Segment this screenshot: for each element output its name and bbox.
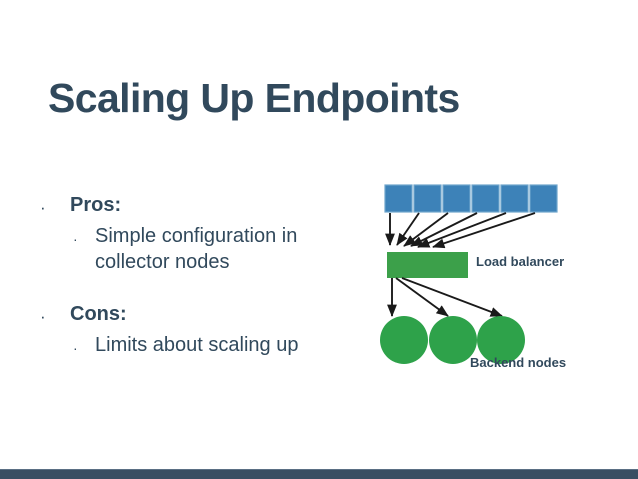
bullet-spacer <box>40 275 370 301</box>
bullet-marker-icon: · <box>73 231 78 247</box>
bullet-item-pros: · Pros: <box>40 192 370 218</box>
arrow-backend-2 <box>395 277 449 317</box>
page-title: Scaling Up Endpoints <box>48 75 460 122</box>
diagram-svg <box>380 184 558 364</box>
bullet-item-simple-configuration: · Simple configuration in collector node… <box>73 224 370 275</box>
collector-node-5 <box>500 184 529 213</box>
collector-node-group <box>384 184 558 213</box>
load-balancer-label: Load balancer <box>476 254 565 269</box>
footer-accent-highlight <box>0 469 638 470</box>
arrow-collector-5 <box>417 212 507 248</box>
backend-nodes-label: Backend nodes <box>470 355 567 370</box>
bullet-item-limits-scaling: · Limits about scaling up <box>73 333 370 359</box>
bullet-marker-icon: · <box>73 340 78 357</box>
backend-node-2 <box>429 316 477 364</box>
footer-accent-bar <box>0 469 638 479</box>
arrow-collector-3 <box>403 212 449 247</box>
arrow-collector-4 <box>410 212 478 247</box>
collector-node-2 <box>413 184 442 213</box>
bullet-label-cons: Cons: <box>70 303 127 326</box>
arrow-collector-6 <box>432 212 536 249</box>
bullet-label-pros: Pros: <box>70 194 122 216</box>
backend-node-1 <box>380 316 428 364</box>
bullet-label-simple-configuration: Simple configuration in collector nodes <box>95 225 298 273</box>
bullet-marker-icon: · <box>40 307 46 327</box>
collector-to-lb-arrows <box>385 212 536 249</box>
collector-node-1 <box>384 184 413 213</box>
collector-node-6 <box>529 184 558 213</box>
bullet-list: · Pros: · Simple configuration in collec… <box>40 192 370 359</box>
bullet-label-limits-scaling: Limits about scaling up <box>95 334 299 357</box>
arrow-collector-2 <box>396 212 420 246</box>
arrow-backend-3 <box>401 277 503 317</box>
bullet-item-cons: · Cons: <box>40 301 370 327</box>
architecture-diagram: Load balancer Backend nodes <box>376 176 596 386</box>
collector-node-4 <box>471 184 500 213</box>
collector-node-3 <box>442 184 471 213</box>
bullet-marker-icon: · <box>40 198 46 217</box>
load-balancer-box <box>387 252 468 278</box>
lb-to-backend-arrows <box>387 277 503 317</box>
backend-node-3 <box>477 316 525 364</box>
backend-node-group <box>380 316 525 364</box>
